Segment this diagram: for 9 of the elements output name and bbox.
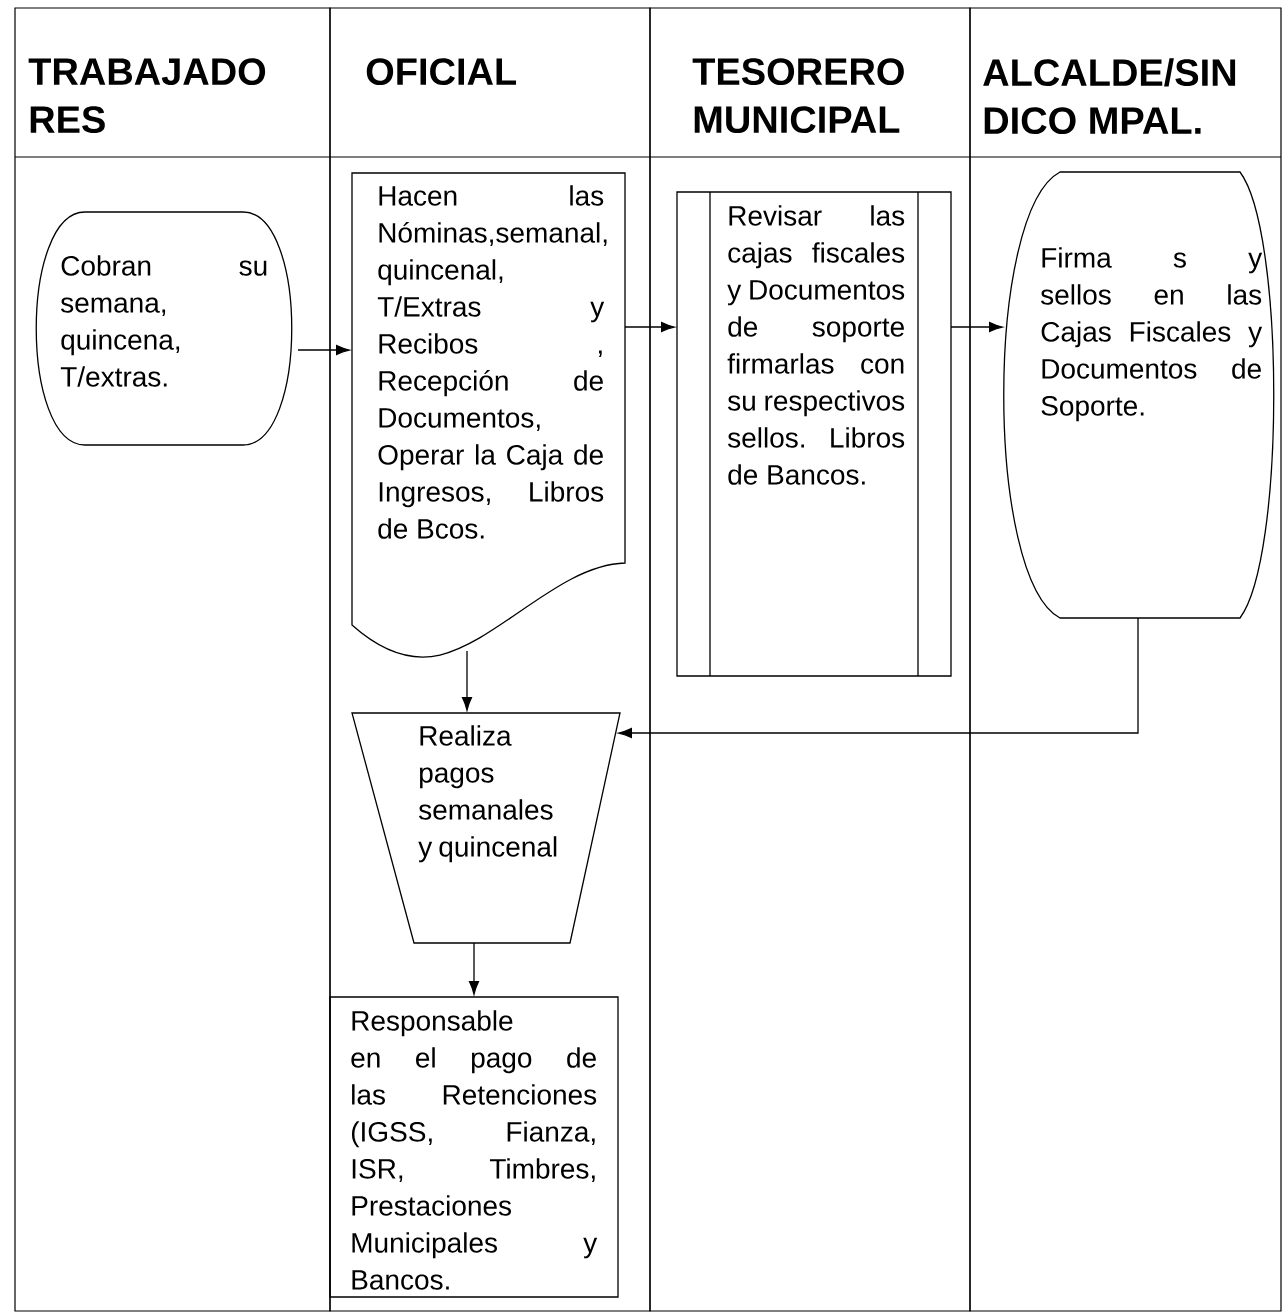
arrow <box>624 321 675 333</box>
process-box: Responsable en el pago de las Retenciones (IGSS, Fianza, ISR, Timbres, Prestaciones Municipales y Bancos. <box>329 996 619 1298</box>
arrow <box>468 942 480 995</box>
arrow <box>618 617 1139 739</box>
manual-operation-trapezoid: Realiza pagos semanales y quincenal <box>351 712 621 944</box>
arrow <box>461 650 473 711</box>
predefined-process-box: Revisar las cajas fiscales y Documentos de soporte firmarlas con su respectivos sellos. Libros de Bancos. <box>676 191 952 677</box>
arrow <box>950 321 1003 333</box>
arrow <box>297 344 350 356</box>
